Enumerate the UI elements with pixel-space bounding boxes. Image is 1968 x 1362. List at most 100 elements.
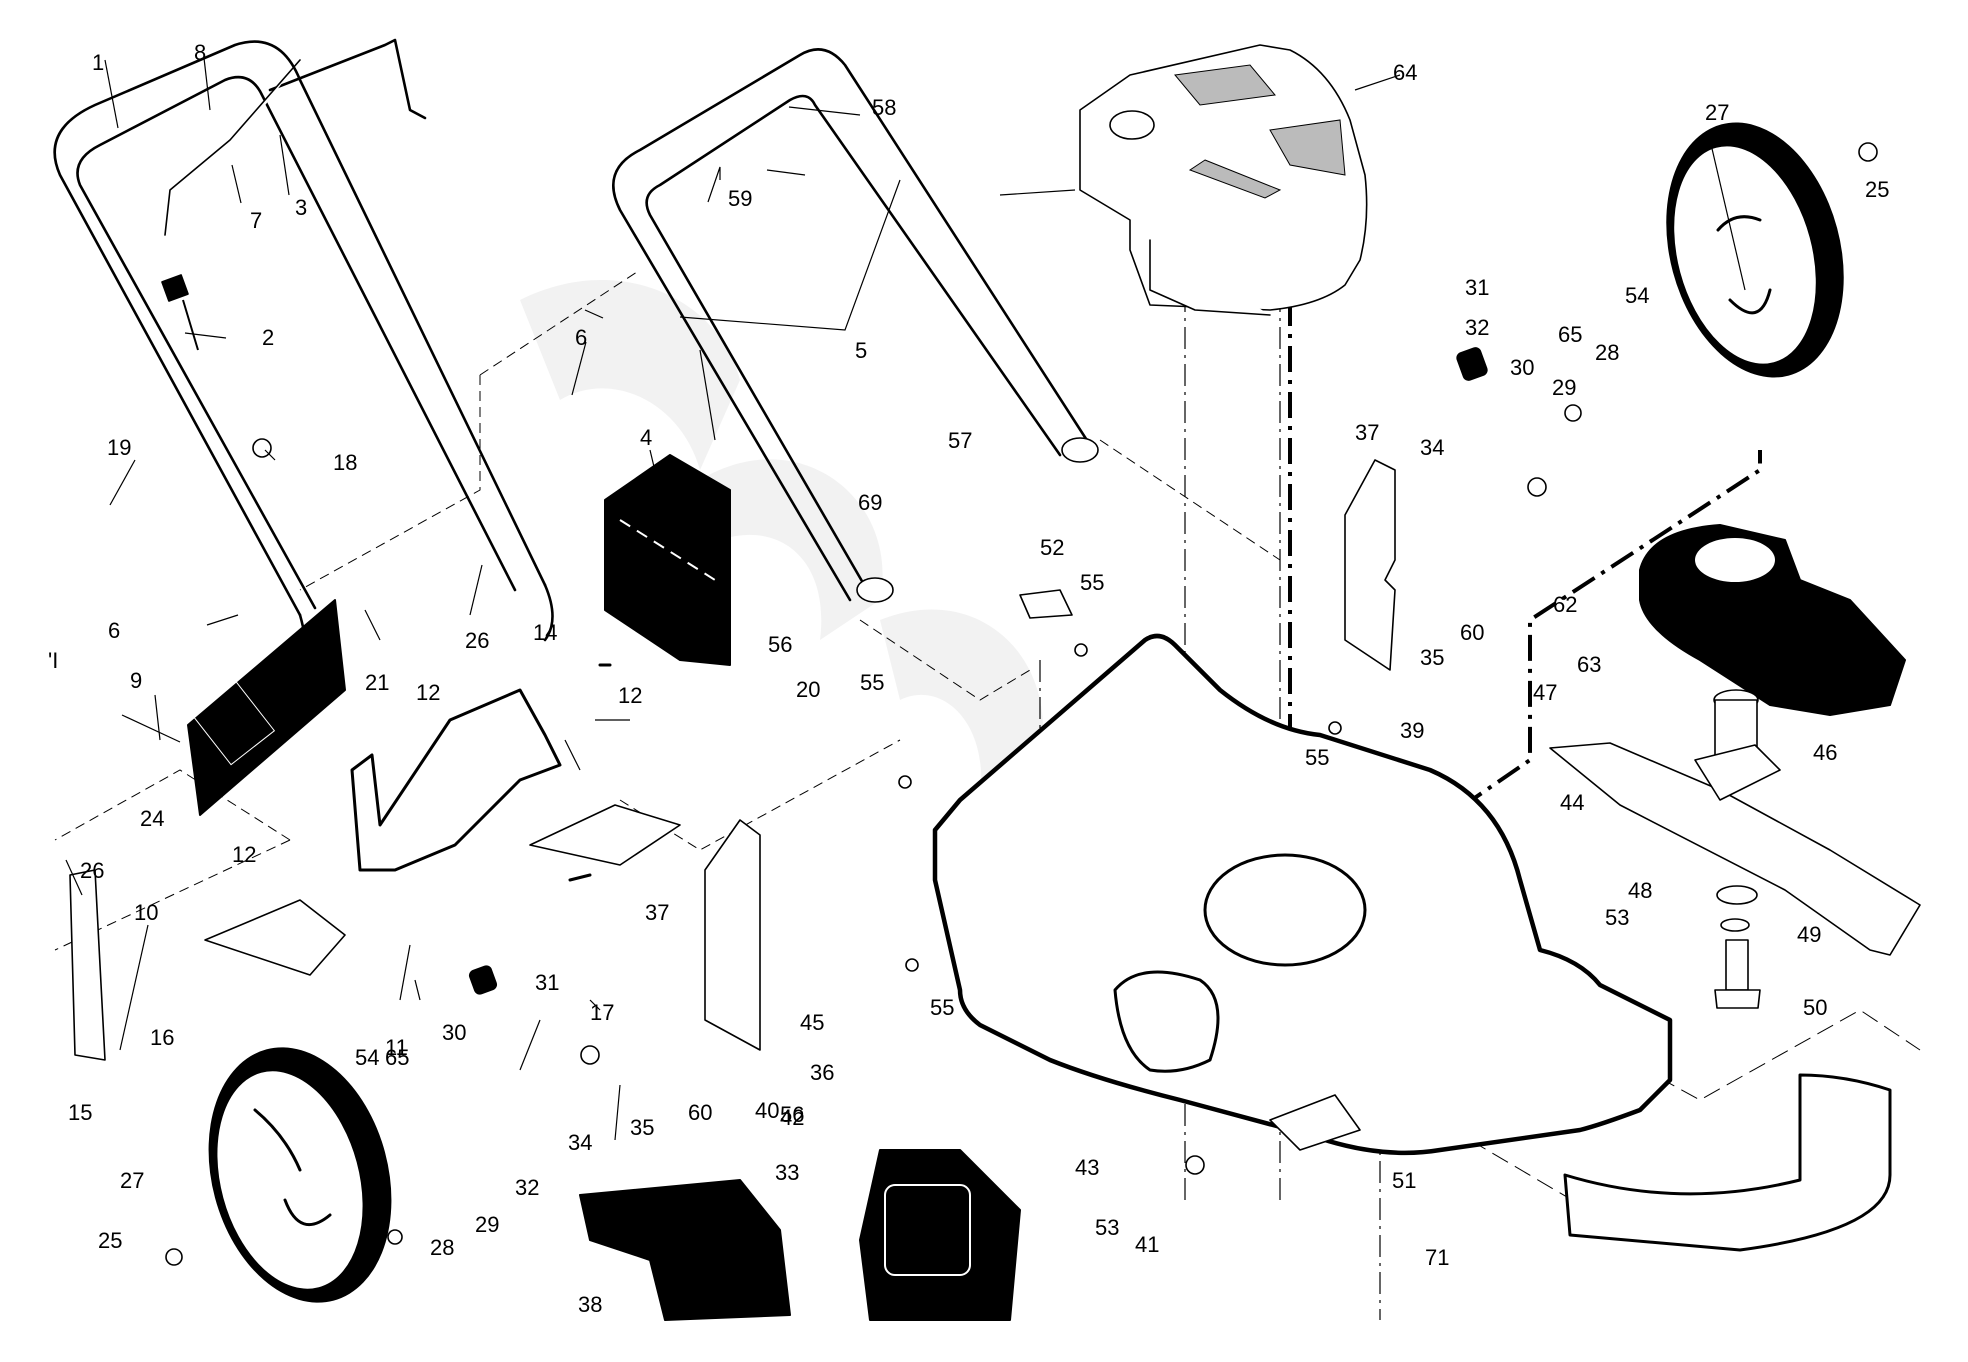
engine [1079,44,1368,316]
callout-2[interactable]: 2 [262,325,274,350]
callout-53a[interactable]: 53 [1605,905,1629,930]
callout-37b[interactable]: 37 [645,900,669,925]
callout-54b[interactable]: 54 [355,1045,379,1070]
callout-60b[interactable]: 60 [688,1100,712,1125]
callout-55a[interactable]: 55 [1080,570,1104,595]
callout-55d[interactable]: 55 [930,995,954,1020]
callout-12a[interactable]: 12 [416,680,440,705]
callout-15[interactable]: 15 [68,1100,92,1125]
callout-3[interactable]: 3 [295,195,307,220]
callout-58[interactable]: 58 [872,95,896,120]
discharge-cover [1563,1073,1892,1252]
callout-35a[interactable]: 35 [1420,645,1444,670]
callout-26a[interactable]: 26 [465,628,489,653]
callout-31b[interactable]: 31 [535,970,559,995]
callout-29a[interactable]: 29 [1552,375,1576,400]
callout-62[interactable]: 62 [1553,592,1577,617]
lower-handle [612,48,1099,603]
callout-34a[interactable]: 34 [1420,435,1444,460]
callout-28b[interactable]: 28 [430,1235,454,1260]
callout-12b[interactable]: 12 [618,683,642,708]
callout-11[interactable]: 11 [385,1035,408,1060]
callout-45[interactable]: 45 [800,1010,824,1035]
callout-24[interactable]: 24 [140,806,164,831]
bracket-14 [350,688,562,872]
callout-8[interactable]: 8 [194,40,206,65]
callout-9[interactable]: 9 [130,668,142,693]
control-bar [164,59,301,236]
callout-16[interactable]: 16 [150,1025,174,1050]
callout-14[interactable]: 14 [533,620,557,645]
wheel-right [1666,122,1844,378]
callout-12c[interactable]: 12 [232,842,256,867]
callout-49[interactable]: 49 [1797,922,1821,947]
callout-25b[interactable]: 25 [98,1228,122,1253]
callout-64[interactable]: 64 [1393,60,1417,85]
height-adjuster-39 [1344,459,1396,671]
callout-42[interactable]: 42 [780,1105,804,1130]
callout-56a[interactable]: 56 [768,632,792,657]
callout-52[interactable]: 52 [1040,535,1064,560]
callout-25a[interactable]: 25 [1865,177,1889,202]
callout-31a[interactable]: 31 [1465,275,1489,300]
callout-26b[interactable]: 26 [80,858,104,883]
callout-6a[interactable]: 6 [575,325,587,350]
small-parts [69,142,1878,1266]
callout-46[interactable]: 46 [1813,740,1837,765]
callout-35b[interactable]: 35 [630,1115,654,1140]
callout-10[interactable]: 10 [134,900,158,925]
callout-28a[interactable]: 28 [1595,340,1619,365]
callout-33[interactable]: 33 [775,1160,799,1185]
upper-handle [53,38,554,662]
callout-51[interactable]: 51 [1392,1168,1416,1193]
callout-53b[interactable]: 53 [1095,1215,1119,1240]
callout-34b[interactable]: 34 [568,1130,592,1155]
callout-5[interactable]: 5 [855,338,867,363]
callout-36[interactable]: 36 [810,1060,834,1085]
callout-27b[interactable]: 27 [120,1168,144,1193]
height-adjuster-40 [704,819,761,1051]
callout-27a[interactable]: 27 [1705,100,1729,125]
callout-17[interactable]: 17 [590,1000,614,1025]
callout-55b[interactable]: 55 [1305,745,1329,770]
callout-48[interactable]: 48 [1628,878,1652,903]
callout-40[interactable]: 40 [755,1098,779,1123]
stray-mark: 'I [48,648,58,673]
callout-43[interactable]: 43 [1075,1155,1099,1180]
callout-1[interactable]: 1 [92,50,104,75]
callout-29b[interactable]: 29 [475,1212,499,1237]
callout-21[interactable]: 21 [365,670,389,695]
callout-57[interactable]: 57 [948,428,972,453]
callout-59[interactable]: 59 [728,186,752,211]
callout-47[interactable]: 47 [1533,680,1557,705]
callout-30a[interactable]: 30 [1510,355,1534,380]
callout-69[interactable]: 69 [858,490,882,515]
callout-55c[interactable]: 55 [860,670,884,695]
callout-32b[interactable]: 32 [515,1175,539,1200]
callout-6b[interactable]: 6 [108,618,120,643]
callout-54a[interactable]: 54 [1625,283,1649,308]
callout-56b[interactable]: 56 [780,1102,804,1127]
rear-flap-33 [859,1149,1021,1321]
callout-37a[interactable]: 37 [1355,420,1379,445]
rear-flap-part-9 [187,599,346,816]
callout-32a[interactable]: 32 [1465,315,1489,340]
callout-7[interactable]: 7 [250,208,262,233]
callout-4[interactable]: 4 [640,425,652,450]
callout-20[interactable]: 20 [796,677,820,702]
callout-30b[interactable]: 30 [442,1020,466,1045]
mower-deck [932,633,1673,1156]
callout-65a[interactable]: 65 [1558,322,1582,347]
callout-71[interactable]: 71 [1425,1245,1449,1270]
callout-44[interactable]: 44 [1560,790,1584,815]
callout-18[interactable]: 18 [333,450,357,475]
callout-50[interactable]: 50 [1803,995,1827,1020]
callout-60a[interactable]: 60 [1460,620,1484,645]
callout-65b[interactable]: 65 [385,1045,409,1070]
callout-63[interactable]: 63 [1577,652,1601,677]
callout-19[interactable]: 19 [107,435,131,460]
rear-flap-38 [579,1179,791,1321]
callout-39[interactable]: 39 [1400,718,1424,743]
callout-38[interactable]: 38 [578,1292,602,1317]
callout-41[interactable]: 41 [1135,1232,1159,1257]
